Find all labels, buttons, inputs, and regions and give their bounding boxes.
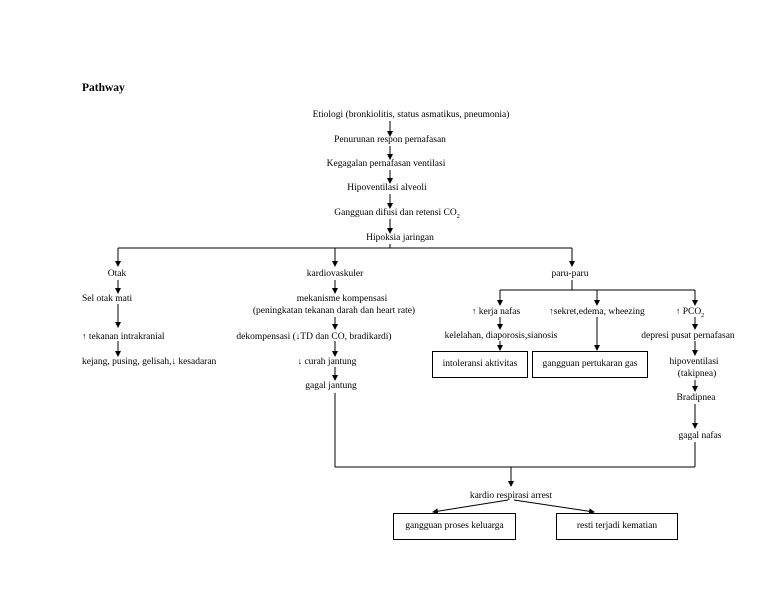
diagnosis-box-kematian: resti terjadi kematian (556, 513, 678, 540)
diagnosis-box-keluarga: gangguan proses keluarga (393, 513, 516, 540)
node-gagal-nafas: gagal nafas (678, 431, 722, 441)
node-etiologi: Etiologi (bronkiolitis, status asmatikus… (312, 110, 510, 120)
node-kardio-respirasi-arrest: kardio respirasi arrest (469, 491, 553, 501)
node-pco2: ↑ PCO2 (675, 306, 705, 319)
arrow-down-icon: ↓ (297, 356, 303, 366)
node-kelelahan: kelelahan, diaporosis,sianosis (444, 331, 558, 341)
node-depresi-pusat: depresi pusat pernafasan (641, 331, 735, 341)
arrow-arrest-keluarga (432, 499, 509, 515)
arrow-up-icon: ↑ (471, 306, 477, 316)
node-hipoventilasi-alveoli: Hipoventilasi alveoli (347, 183, 427, 193)
node-otak: Otak (107, 269, 127, 279)
arrow-up-icon: ↑ (675, 306, 681, 316)
node-kegagalan-ventilasi: Kegagalan pernafasan ventilasi (326, 159, 446, 169)
node-sel-otak-mati: Sel otak mati (82, 294, 133, 304)
arrow-up-icon: ↑ (549, 306, 554, 316)
node-hipoksia-jaringan: Hipoksia jaringan (366, 233, 434, 243)
page-title: Pathway (82, 82, 125, 94)
node-sekret-edema: ↑sekret,edema, wheezing (549, 306, 645, 317)
node-mekanisme-sub: (peningkatan tekanan darah dan heart rat… (252, 306, 416, 316)
node-gangguan-difusi: Gangguan difusi dan retensi CO2 (334, 208, 460, 220)
arrow-down-icon: ↓ (295, 331, 301, 341)
node-kardiovaskuler: kardiovaskuler (306, 269, 364, 279)
arrow-arrest-kematian (513, 499, 595, 515)
node-hipoventilasi: hipoventilasi (669, 357, 719, 367)
arrow-down-icon: ↓ (171, 356, 176, 366)
arrow-up-icon: ↑ (82, 331, 87, 341)
diagnosis-box-pertukaran-gas: gangguan pertukaran gas (532, 351, 648, 378)
diagnosis-box-intoleransi: intoleransi aktivitas (432, 351, 528, 378)
node-kerja-nafas: ↑ kerja nafas (471, 306, 521, 317)
node-paru-paru: paru-paru (551, 269, 589, 279)
node-curah-jantung: ↓ curah jantung (297, 356, 357, 367)
node-tekanan-intrakranial: ↑ tekanan intrakranial (82, 331, 165, 342)
node-mekanisme-kompensasi: mekanisme kompensasi (296, 294, 388, 304)
node-penurunan-respon: Penurunan respon pernafasan (334, 135, 446, 145)
node-dekompensasi: dekompensasi (↓TD dan CO, bradikardi) (236, 331, 392, 342)
node-takipnea: (takipnea) (677, 369, 717, 379)
node-kejang: kejang, pusing, gelisah,↓ kesadaran (82, 356, 217, 367)
node-bradipnea: Bradipnea (676, 393, 716, 403)
node-gagal-jantung: gagal jantung (305, 381, 357, 391)
